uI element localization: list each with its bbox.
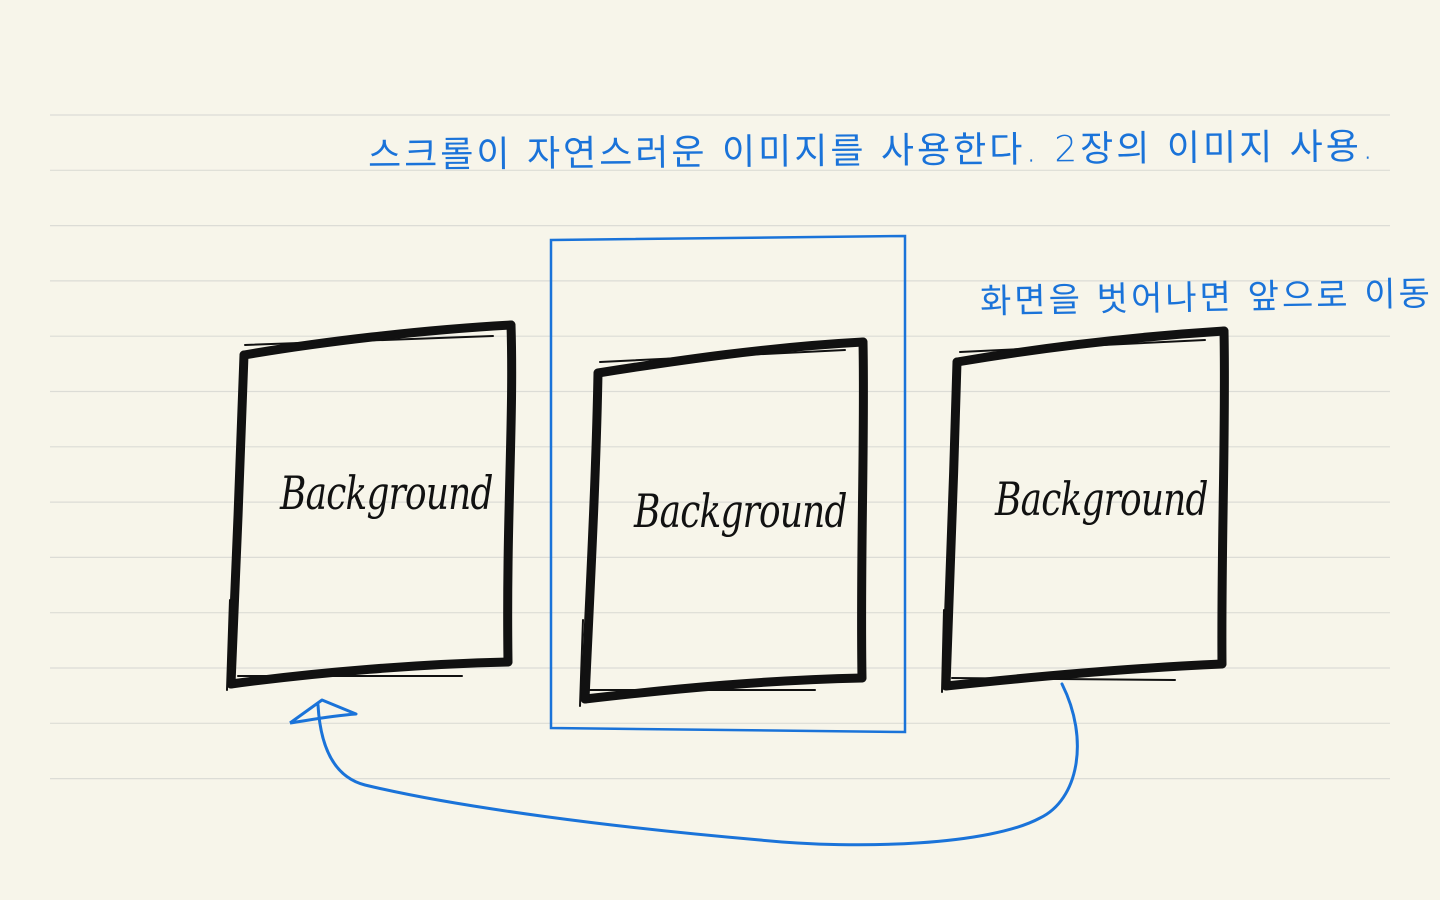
card-label: Background bbox=[995, 472, 1208, 526]
note-top: 스크롤이 자연스러운 이미지를 사용한다. 2장의 이미지 사용. bbox=[367, 126, 1377, 177]
card-border-stroke bbox=[239, 320, 516, 360]
arrow-line bbox=[316, 682, 1079, 847]
card-border-stroke bbox=[1217, 326, 1229, 669]
card-sketch-stroke bbox=[951, 677, 1176, 681]
card-border-stroke bbox=[226, 350, 249, 689]
background-card-3 bbox=[941, 326, 1229, 693]
card-label: Background bbox=[280, 466, 493, 520]
curved-arrow-icon bbox=[289, 682, 1079, 847]
card-border-stroke bbox=[857, 337, 868, 683]
card-border-stroke bbox=[226, 657, 513, 689]
card-sketch-stroke bbox=[226, 599, 231, 691]
card-sketch-stroke bbox=[941, 609, 945, 693]
card-sketch-stroke bbox=[579, 619, 584, 707]
card-sketch-stroke bbox=[599, 349, 846, 363]
card-label: Background bbox=[634, 484, 847, 538]
background-card-1 bbox=[226, 320, 517, 691]
arrow-head-icon bbox=[289, 698, 358, 725]
card-border-stroke bbox=[941, 357, 962, 691]
card-border-stroke bbox=[952, 326, 1229, 367]
background-card-2 bbox=[579, 337, 868, 707]
note-right: 화면을 벗어나면 앞으로 이동 bbox=[979, 274, 1434, 322]
card-border-stroke bbox=[580, 368, 603, 704]
ruled-lines bbox=[50, 114, 1390, 780]
viewport-frame bbox=[549, 234, 907, 734]
card-border-stroke bbox=[503, 320, 517, 667]
card-border-stroke bbox=[580, 673, 867, 704]
card-border-stroke bbox=[941, 659, 1227, 691]
card-sketch-stroke bbox=[959, 339, 1206, 353]
card-border-stroke bbox=[593, 337, 868, 378]
card-sketch-stroke bbox=[244, 335, 494, 346]
